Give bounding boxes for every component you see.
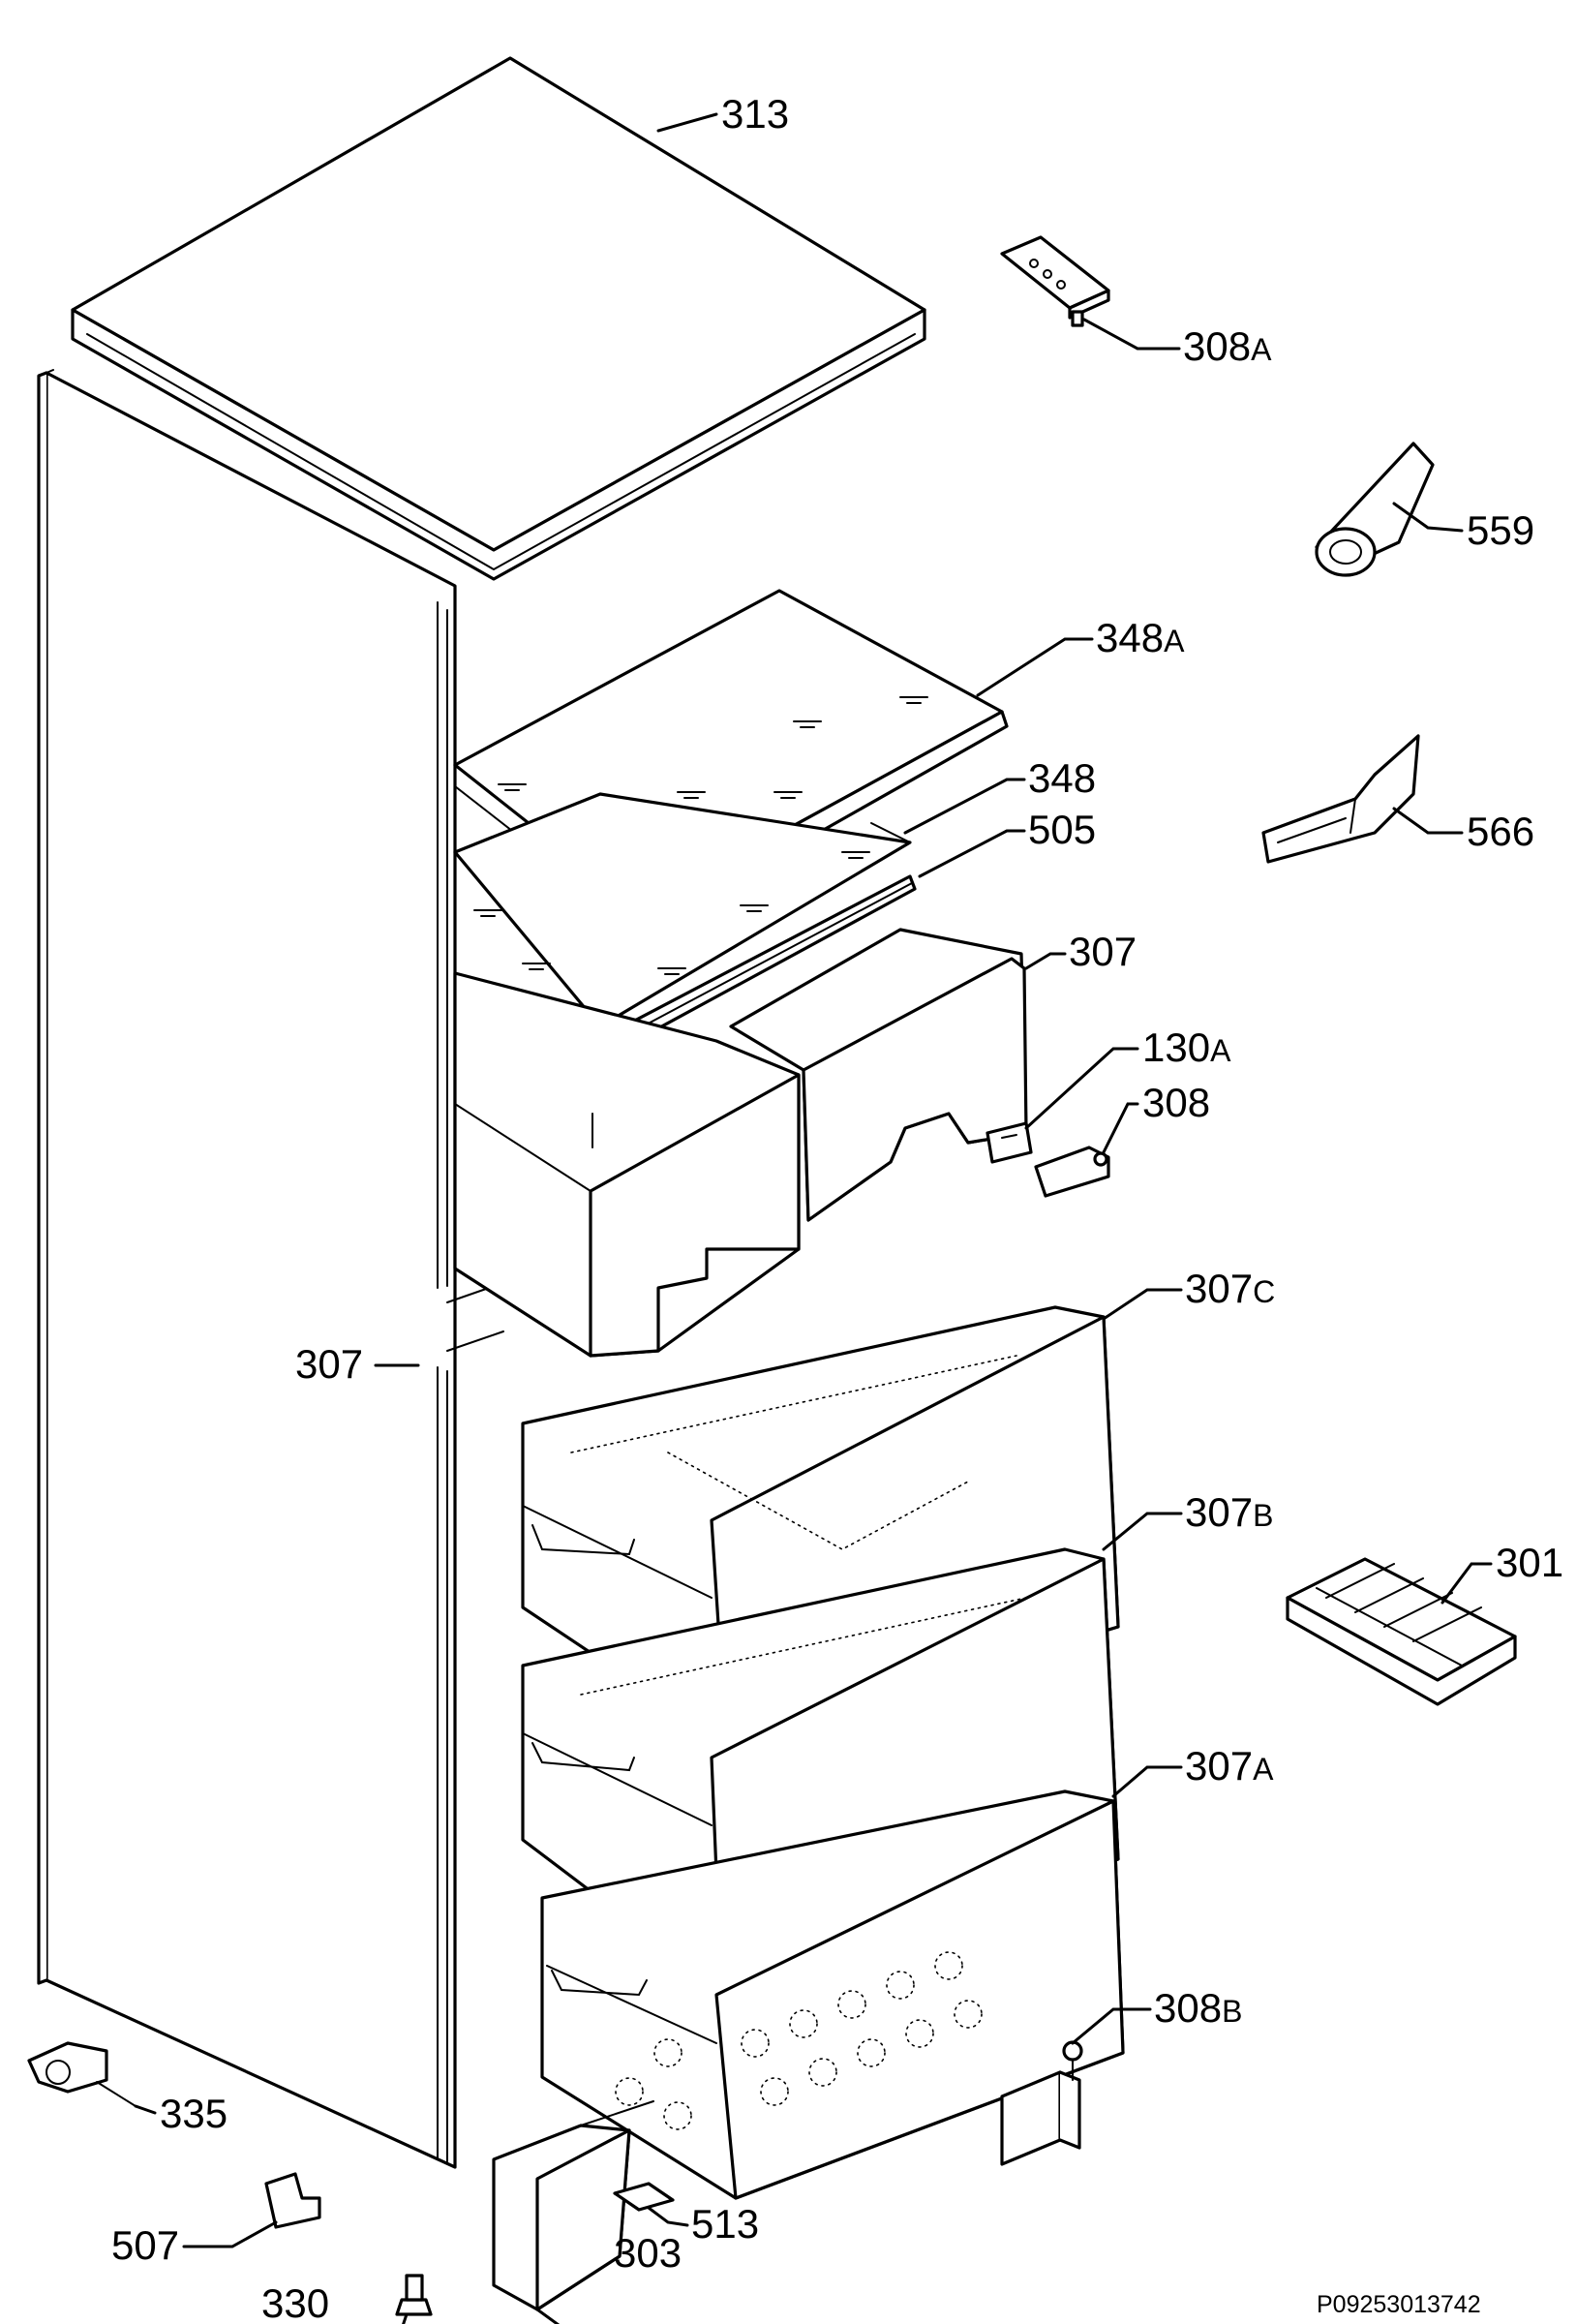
- callout-505: 505: [1028, 807, 1096, 852]
- callout-307-left: 307: [295, 1341, 363, 1387]
- callout-308b: 308B: [1154, 1985, 1242, 2031]
- document-number: P09253013742: [1317, 2291, 1481, 2318]
- foot-bracket-335: [27, 2041, 136, 2107]
- callout-307a: 307A: [1185, 1743, 1274, 1789]
- callout-330: 330: [261, 2280, 329, 2324]
- top-cover-313: [71, 56, 926, 581]
- leader-lines: [134, 112, 1493, 2324]
- callout-566: 566: [1467, 809, 1534, 854]
- callout-308a: 308A: [1183, 323, 1272, 369]
- drawer-307-right: [729, 928, 1028, 1222]
- ice-tray-301: [1286, 1557, 1517, 1706]
- callout-507: 507: [111, 2222, 179, 2268]
- callout-348a: 348A: [1096, 615, 1185, 660]
- clip-130a: [986, 1121, 1033, 1164]
- callout-307c: 307C: [1185, 1266, 1275, 1311]
- hinge-308a: [1000, 235, 1110, 327]
- callout-130a: 130A: [1142, 1024, 1231, 1070]
- callout-348: 348: [1028, 755, 1096, 801]
- drawer-307-left: [453, 971, 801, 1358]
- callout-308: 308: [1142, 1080, 1210, 1125]
- plinth-303: [492, 2100, 654, 2311]
- cabinet-body: [37, 369, 504, 2169]
- drawer-floor-pattern-307a: [615, 1951, 983, 2130]
- bracket-566: [1261, 734, 1420, 864]
- callout-301: 301: [1496, 1540, 1563, 1585]
- callout-307-top: 307: [1069, 929, 1137, 974]
- cover-513: [613, 2182, 675, 2212]
- callout-313: 313: [721, 91, 789, 137]
- glass-shelf-348: [453, 792, 912, 1028]
- shelf-marks-348: [473, 851, 870, 975]
- callout-513: 513: [691, 2201, 759, 2247]
- callout-307b: 307B: [1185, 1489, 1273, 1535]
- clip-507: [264, 2172, 321, 2229]
- callout-labels: 313 308A 559 348A 348 566 505 307 130A 3…: [111, 91, 1563, 2324]
- foot-screw-330: [395, 2274, 433, 2316]
- hinge-308: [1034, 1146, 1110, 1198]
- callout-303: 303: [614, 2230, 682, 2276]
- callout-559: 559: [1467, 507, 1534, 553]
- hinge-308b: [1000, 2040, 1083, 2166]
- freezer-drawer-307a: [540, 1789, 1125, 2200]
- callout-335: 335: [160, 2091, 227, 2136]
- egg-holder-559: [1315, 442, 1435, 577]
